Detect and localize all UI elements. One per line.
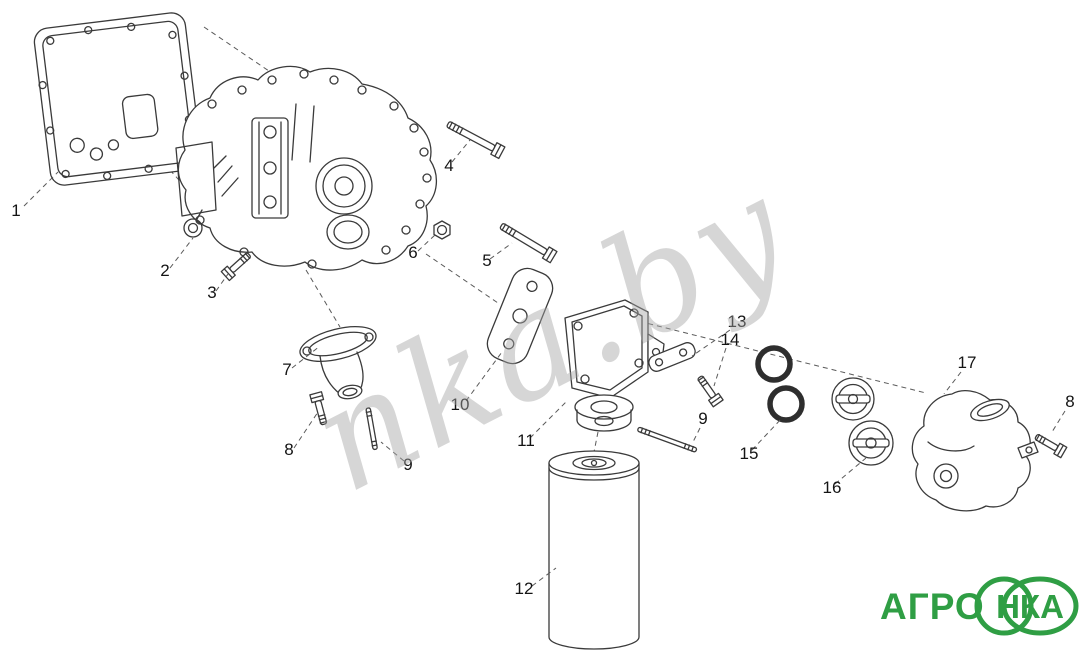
part-16-thermostats bbox=[831, 377, 894, 466]
part-label-1: 1 bbox=[11, 201, 20, 220]
part-9-stud-b bbox=[636, 426, 698, 454]
part-5-bolt bbox=[497, 219, 558, 264]
part-label-10: 10 bbox=[451, 395, 470, 414]
part-11-filter-bracket bbox=[564, 299, 665, 432]
brand-logo-text-nka: НКА bbox=[996, 588, 1064, 625]
part-label-8a: 8 bbox=[284, 440, 293, 459]
part-label-6: 6 bbox=[408, 243, 417, 262]
part-label-12: 12 bbox=[515, 579, 534, 598]
part-label-9b: 9 bbox=[698, 409, 707, 428]
part-label-16: 16 bbox=[823, 478, 842, 497]
part-labels: 1 2 3 4 5 6 7 8 9 10 11 12 13 14 15 16 1… bbox=[11, 156, 1074, 598]
part-label-2: 2 bbox=[160, 261, 169, 280]
part-6-nut bbox=[433, 220, 451, 240]
part-label-3: 3 bbox=[207, 283, 216, 302]
brand-logo-ring-circle bbox=[974, 576, 1034, 636]
part-label-8b: 8 bbox=[1065, 392, 1074, 411]
part-1-gasket bbox=[33, 12, 202, 186]
part-13-bracket-plate bbox=[648, 342, 696, 372]
part-label-11: 11 bbox=[517, 431, 535, 450]
part-label-4: 4 bbox=[444, 156, 453, 175]
part-2-housing bbox=[175, 65, 437, 271]
leader-lines bbox=[23, 139, 1066, 587]
part-label-13: 13 bbox=[728, 312, 747, 331]
part-8-bolt-b bbox=[1032, 430, 1068, 459]
part-4-bolt bbox=[444, 117, 506, 160]
part-14-bolt bbox=[694, 373, 724, 408]
part-label-7: 7 bbox=[282, 360, 291, 379]
part-7-water-outlet bbox=[299, 326, 377, 400]
part-10-gasket bbox=[486, 267, 554, 365]
part-15-sealing-rings bbox=[755, 345, 805, 423]
brand-logo-ring-ellipse bbox=[1001, 576, 1079, 636]
part-label-14: 14 bbox=[721, 330, 740, 349]
brand-logo-text-agro: АГРО bbox=[880, 586, 985, 627]
brand-logo: АГРО НКА bbox=[880, 576, 1079, 636]
part-label-17: 17 bbox=[958, 353, 977, 372]
part-label-5: 5 bbox=[482, 251, 491, 270]
part-label-9a: 9 bbox=[403, 455, 412, 474]
part-17-outlet-housing bbox=[911, 389, 1039, 512]
part-label-15: 15 bbox=[740, 444, 759, 463]
part-12-oil-filter bbox=[548, 450, 640, 650]
part-9-stud-a bbox=[364, 406, 379, 451]
part-8-bolt-a bbox=[309, 391, 331, 427]
